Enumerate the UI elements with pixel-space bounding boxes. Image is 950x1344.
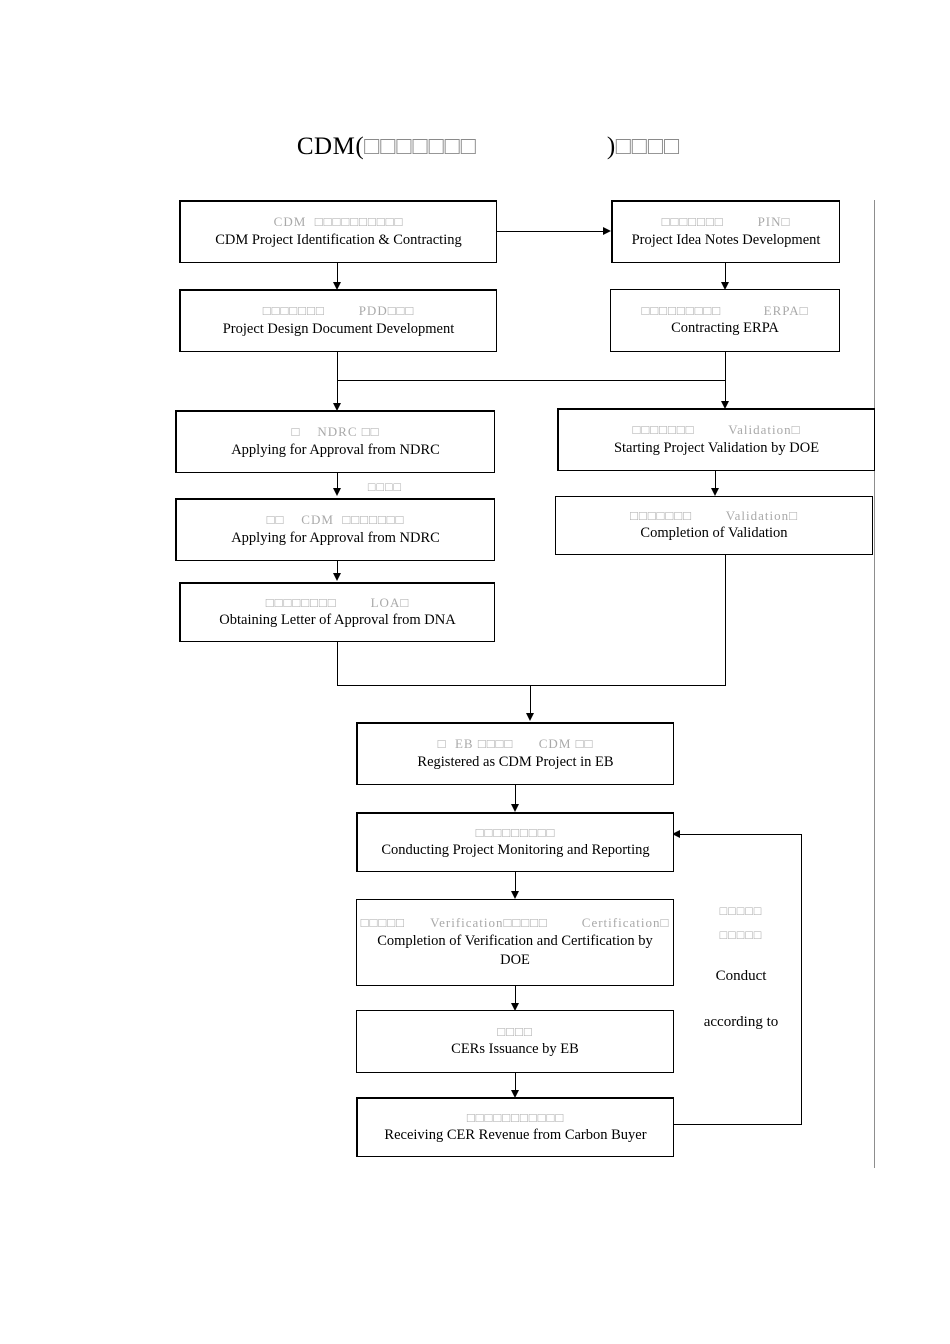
node-identification-chinese: CDM □□□□□□□□□□ <box>273 214 404 230</box>
node-eb-registration-english: Registered as CDM Project in EB <box>417 753 614 770</box>
node-monitoring-chinese: □□□□□□□□□ <box>475 824 556 840</box>
arrow-feedback-to-monitoring <box>672 830 680 838</box>
node-erpa-english: Contracting ERPA <box>671 320 779 337</box>
node-pin[interactable]: □□□□□□□ PIN□ Project Idea Notes Developm… <box>611 200 840 263</box>
connector-validation-start-to-complete <box>715 471 716 491</box>
node-verification-english: Completion of Verification and Certifica… <box>377 932 653 969</box>
connector-eb-to-monitoring <box>515 785 516 807</box>
node-eb-registration[interactable]: □ EB □□□□ CDM □□ Registered as CDM Proje… <box>356 722 674 785</box>
side-note-english-line-2: according to <box>703 1014 779 1030</box>
side-note-english-line-1: Conduct <box>715 967 767 984</box>
node-monitoring[interactable]: □□□□□□□□□ Conducting Project Monitoring … <box>356 812 674 872</box>
node-cer-revenue-english: Receiving CER Revenue from Carbon Buyer <box>384 1127 647 1144</box>
connector-loa-down <box>337 642 338 686</box>
node-validation-start[interactable]: □□□□□□□ Validation□ Starting Project Val… <box>557 408 875 471</box>
node-cers-issuance[interactable]: □□□□ CERs Issuance by EB <box>356 1010 674 1073</box>
node-ndrc-apply-1[interactable]: □ NDRC □□ Applying for Approval from NDR… <box>175 410 495 473</box>
node-verification-chinese: □□□□□ Verification□□□□□ Certification□ <box>360 915 670 931</box>
arrow-ndrc1-to-ndrc2 <box>333 488 341 496</box>
node-validation-complete-chinese: □□□□□□□ Validation□ <box>629 507 799 523</box>
arrow-eb-to-monitoring <box>511 804 519 812</box>
connector-pin-to-erpa <box>725 263 726 285</box>
connector-feedback-top <box>680 834 802 835</box>
node-loa-chinese: □□□□□□□□ LOA□ <box>265 594 410 610</box>
node-loa[interactable]: □□□□□□□□ LOA□ Obtaining Letter of Approv… <box>179 582 495 642</box>
connector-feedback-bottom <box>672 1124 802 1125</box>
node-pdd-english: Project Design Document Development <box>222 320 455 337</box>
arrow-cers-to-revenue <box>511 1090 519 1098</box>
node-validation-start-english: Starting Project Validation by DOE <box>613 439 820 456</box>
node-pdd-chinese: □□□□□□□ PDD□□□ <box>262 303 415 319</box>
connector-erpa-down <box>725 352 726 404</box>
node-ndrc-apply-1-chinese: □ NDRC □□ <box>291 424 380 440</box>
arrow-monitoring-to-verification <box>511 891 519 899</box>
node-monitoring-english: Conducting Project Monitoring and Report… <box>381 842 650 859</box>
node-validation-complete[interactable]: □□□□□□□ Validation□ Completion of Valida… <box>555 496 873 555</box>
page-title: CDM(□□□□□□□)□□□□ <box>0 104 950 190</box>
node-cers-issuance-english: CERs Issuance by EB <box>451 1041 579 1058</box>
node-cer-revenue[interactable]: □□□□□□□□□□□ Receiving CER Revenue from C… <box>356 1097 674 1157</box>
arrow-identification-to-pdd <box>333 282 341 290</box>
node-eb-registration-chinese: □ EB □□□□ CDM □□ <box>437 736 594 752</box>
connector-merge-bar <box>337 685 726 686</box>
connector-ndrc1-to-ndrc2 <box>337 473 338 491</box>
title-paren-close: ) <box>606 132 616 160</box>
connector-feedback-right <box>801 834 802 1125</box>
title-chinese-suffix: □□□□ <box>615 132 681 160</box>
arrow-pin-to-erpa <box>721 282 729 290</box>
title-chinese-inner: □□□□□□□ <box>364 132 477 160</box>
connector-identification-to-pin <box>497 231 603 232</box>
connector-validation-complete-down <box>725 555 726 686</box>
arrow-pdd-to-ndrc1 <box>333 403 341 411</box>
connector-merge-to-eb <box>530 685 531 717</box>
connector-verification-to-cers <box>515 986 516 1008</box>
title-prefix: CDM <box>296 132 356 160</box>
node-pdd[interactable]: □□□□□□□ PDD□□□ Project Design Document D… <box>179 289 497 352</box>
title-paren-open: ( <box>355 132 365 160</box>
edge-label-ndrc: □□□□ <box>367 480 403 494</box>
node-cers-issuance-chinese: □□□□ <box>497 1023 533 1039</box>
arrow-validation-start-to-complete <box>711 488 719 496</box>
node-ndrc-apply-2[interactable]: □□ CDM □□□□□□□ Applying for Approval fro… <box>175 498 495 561</box>
connector-cross-pdd-validation <box>337 380 726 381</box>
connector-identification-to-pdd <box>337 263 338 285</box>
side-note-conduct: □□□□□ □□□□□ Conduct according to <box>688 900 794 1037</box>
node-erpa[interactable]: □□□□□□□□□ ERPA□ Contracting ERPA <box>610 289 840 352</box>
node-loa-english: Obtaining Letter of Approval from DNA <box>219 612 456 629</box>
connector-ndrc2-to-loa <box>337 561 338 577</box>
side-note-chinese-line-2: □□□□□ <box>719 927 763 942</box>
arrow-identification-to-pin <box>603 227 611 235</box>
arrow-verification-to-cers <box>511 1003 519 1011</box>
node-verification[interactable]: □□□□□ Verification□□□□□ Certification□ C… <box>356 899 674 986</box>
node-ndrc-apply-2-chinese: □□ CDM □□□□□□□ <box>266 512 405 528</box>
arrow-ndrc2-to-loa <box>333 573 341 581</box>
node-ndrc-apply-1-english: Applying for Approval from NDRC <box>231 441 440 458</box>
connector-pdd-down <box>337 352 338 406</box>
page-margin-rule <box>874 200 875 1168</box>
connector-cers-to-revenue <box>515 1073 516 1095</box>
node-cer-revenue-chinese: □□□□□□□□□□□ <box>466 1109 565 1125</box>
connector-monitoring-to-verification <box>515 872 516 894</box>
arrow-merge-to-eb <box>526 713 534 721</box>
node-pin-chinese: □□□□□□□ PIN□ <box>661 214 791 230</box>
node-pin-english: Project Idea Notes Development <box>631 231 821 248</box>
side-note-chinese-line-1: □□□□□ <box>719 904 763 918</box>
node-validation-complete-english: Completion of Validation <box>640 525 788 542</box>
node-identification-english: CDM Project Identification & Contracting <box>215 231 462 248</box>
arrow-erpa-to-validation <box>721 401 729 409</box>
node-erpa-chinese: □□□□□□□□□ ERPA□ <box>641 302 809 318</box>
node-ndrc-apply-2-english: Applying for Approval from NDRC <box>231 529 440 546</box>
node-validation-start-chinese: □□□□□□□ Validation□ <box>632 422 801 438</box>
node-identification[interactable]: CDM □□□□□□□□□□ CDM Project Identificatio… <box>179 200 497 263</box>
